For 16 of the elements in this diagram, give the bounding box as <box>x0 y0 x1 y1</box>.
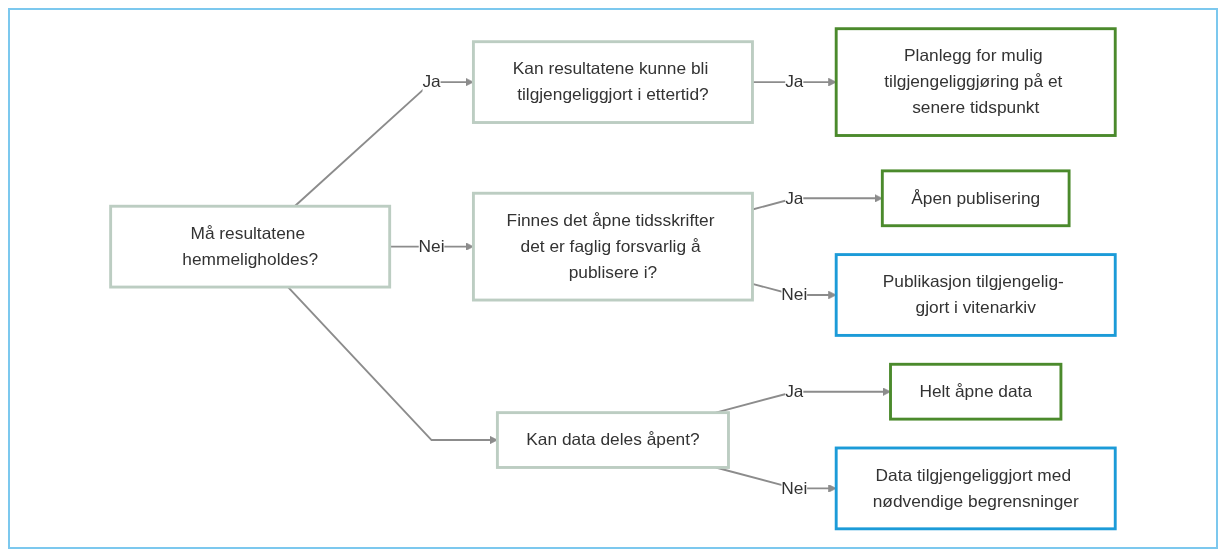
node-box: Finnes det åpne tidsskrifter det er faglig forsvarlig å publisere i? <box>472 191 754 302</box>
edge-label: Ja <box>422 71 441 91</box>
node-box: Kan data deles åpent? <box>496 410 730 469</box>
node-box: Må resultatene hemmeligholdes? <box>109 204 392 289</box>
node-box: Kan resultatene kunne bli tilgjengeliggjort i ettertid? <box>472 39 754 124</box>
edge-label: Ja <box>785 71 804 91</box>
edge-label: Ja <box>785 381 804 401</box>
node-box: Helt åpne data <box>889 362 1063 421</box>
edge-label: Nei <box>781 284 808 304</box>
node-box: Publikasjon tilgjengelig- gjort i vitenarkiv <box>834 252 1117 337</box>
edge-label: Ja <box>785 187 804 208</box>
edge-label: Nei <box>418 236 445 256</box>
node-box: Åpen publisering <box>880 169 1071 227</box>
node-box: Planlegg for mulig tilgjengeliggjøring på et senere tidspunkt <box>834 27 1117 137</box>
edge-label: Nei <box>781 478 808 498</box>
node-box: Data tilgjengeliggjort med nødvendige begrensninger <box>834 446 1117 530</box>
